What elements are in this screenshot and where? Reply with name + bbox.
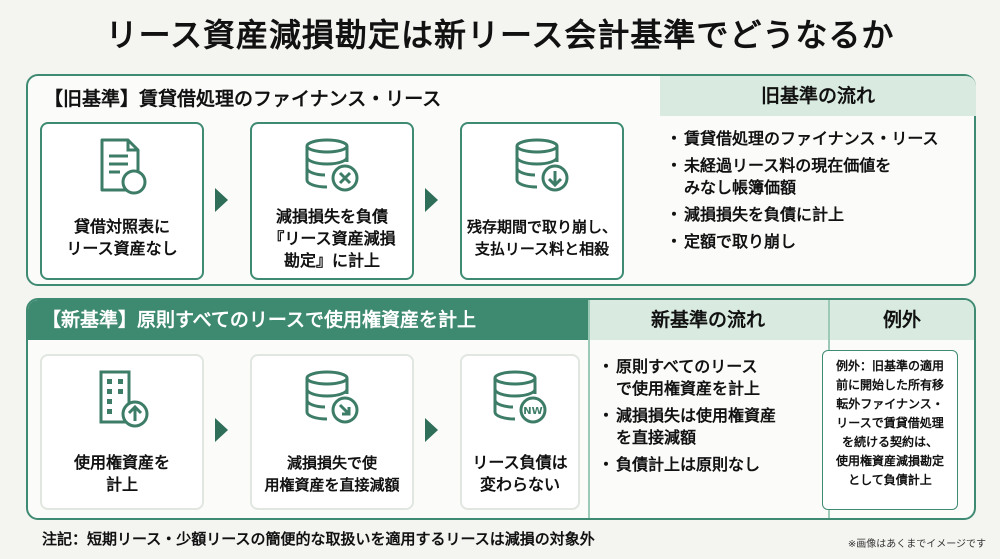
old-step-3-card: 残存期間で取り崩し、支払リース料と相殺	[460, 122, 624, 280]
old-step-1-card: 貸借対照表にリース資産なし	[40, 122, 204, 280]
new-flow-heading: 新基準の流れ	[588, 300, 828, 340]
document-icon	[92, 136, 152, 202]
old-step-1-label: 貸借対照表にリース資産なし	[66, 217, 178, 258]
new-standard-panel: 【新基準】原則すべてのリースで使用権資産を計上 新基準の流れ 例外 使用権資産を…	[26, 298, 976, 520]
footnote: 注記：短期リース・少額リースの簡便的な取扱いを適用するリースは減損の対象外	[42, 530, 595, 548]
old-step-3-label: 残存期間で取り崩し、支払リース料と相殺	[466, 218, 617, 258]
new-step-3-label: リース負債は変わらない	[472, 453, 568, 494]
new-step-1-card: 使用権資産を計上	[40, 354, 204, 510]
new-step-1-label: 使用権資産を計上	[73, 453, 170, 494]
old-flow-item: 定額で取り崩し	[666, 231, 973, 253]
database-x-icon	[301, 136, 363, 202]
new-step-2-card: 減損損失で使用権資産を直接減額	[250, 354, 414, 510]
new-flow-item: 負債計上は原則なし	[598, 454, 824, 476]
flow-arrow-icon	[215, 188, 228, 212]
database-down-icon	[511, 136, 573, 202]
database-arrow-icon	[301, 368, 363, 434]
old-standard-panel: 【旧基準】賃貸借処理のファイナンス・リース 旧基準の流れ 貸借対照表にリース資産…	[26, 74, 976, 286]
page-title: リース資産減損勘定は新リース会計基準でどうなるか	[105, 16, 895, 54]
new-standard-heading: 【新基準】原則すべてのリースで使用権資産を計上	[28, 300, 588, 340]
new-step-3-card: NW リース負債は変わらない	[460, 354, 580, 510]
building-up-icon	[91, 368, 153, 436]
flow-arrow-icon	[425, 418, 438, 442]
database-nw-icon-text: NW	[523, 406, 542, 417]
old-flow-item: 賃貸借処理のファイナンス・リース	[666, 128, 973, 150]
flow-arrow-icon	[215, 418, 228, 442]
exception-heading: 例外	[828, 300, 974, 340]
old-step-2-card: 減損損失を負債『リース資産減損勘定』に計上	[250, 122, 414, 280]
flow-arrow-icon	[425, 188, 438, 212]
old-flow-heading: 旧基準の流れ	[660, 76, 976, 116]
database-nw-icon: NW	[489, 368, 551, 434]
exception-box: 例外：旧基準の適用前に開始した所有移転外ファイナンス・リースで賃貸借処理を続ける…	[822, 350, 958, 510]
old-standard-heading: 【旧基準】賃貸借処理のファイナンス・リース	[44, 88, 442, 110]
new-flow-item: 原則すべてのリースで使用権資産を計上	[598, 356, 824, 400]
old-flow-item: 減損損失を負債に計上	[666, 204, 973, 226]
column-divider	[588, 300, 590, 518]
new-step-2-label: 減損損失で使用権資産を直接減額	[264, 454, 400, 494]
old-step-2-label: 減損損失を負債『リース資産減損勘定』に計上	[268, 207, 396, 270]
disclaimer: ※画像はあくまでイメージです	[847, 539, 986, 550]
